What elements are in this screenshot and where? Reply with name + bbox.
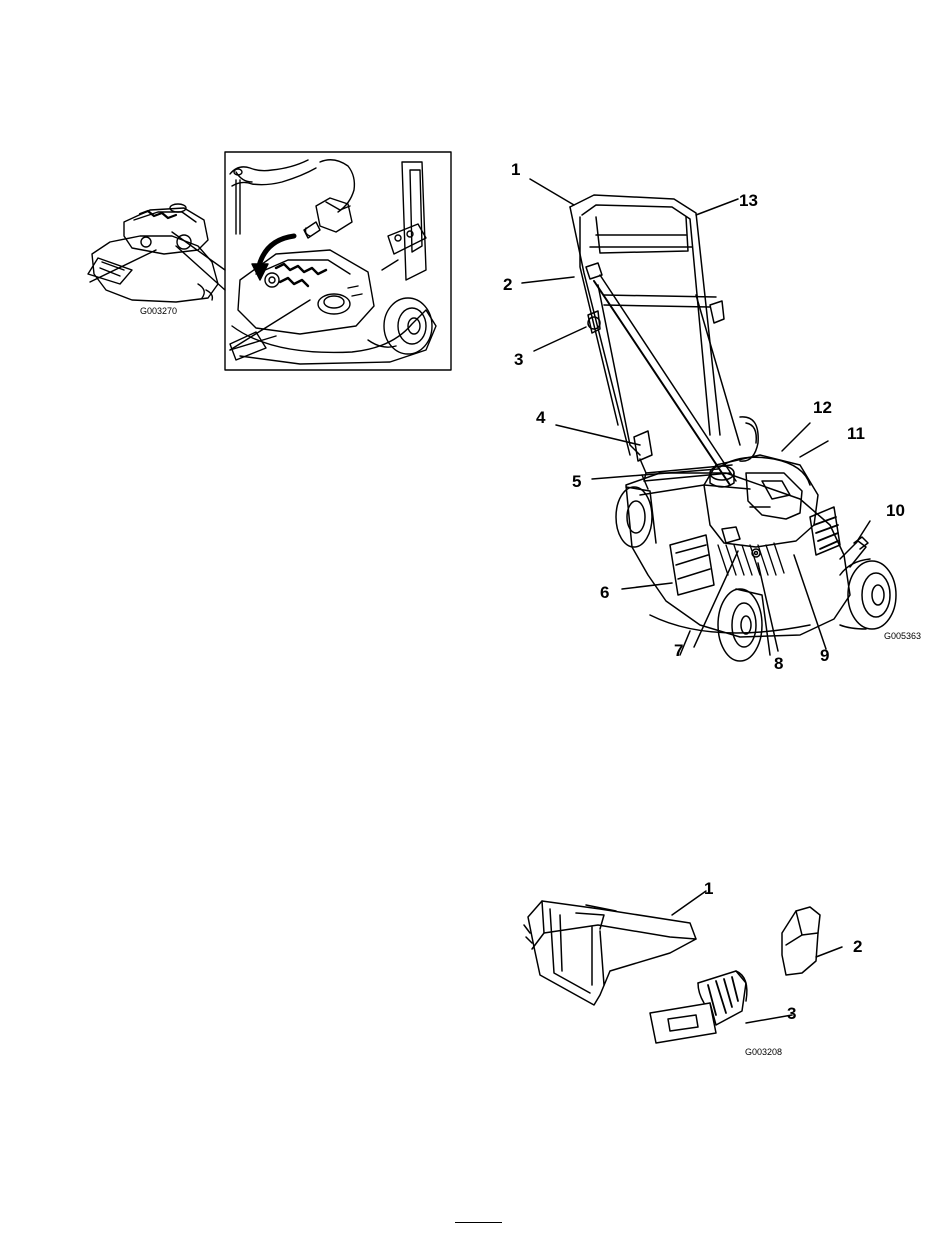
figure-oil-fill: G003270 [80,150,455,375]
controls-figure-id: G005363 [884,632,921,641]
oil-fill-illustration [80,150,455,375]
loose-parts-figure-id: G003208 [745,1048,782,1057]
controls-callout-2: 2 [503,276,512,293]
loose-parts-illustration [520,875,880,1065]
loose-parts-callout-1: 1 [704,880,713,897]
controls-callout-4: 4 [536,409,545,426]
controls-callout-7: 7 [674,642,683,659]
controls-callout-3: 3 [514,351,523,368]
figure-controls: 1 2 3 4 5 6 7 8 9 10 11 12 13 G005363 [500,155,930,680]
loose-parts-callout-2: 2 [853,938,862,955]
controls-callout-10: 10 [886,502,905,519]
controls-callout-5: 5 [572,473,581,490]
controls-callout-12: 12 [813,399,832,416]
figure-loose-parts: 1 2 3 G003208 [520,875,880,1065]
controls-callout-9: 9 [820,647,829,664]
controls-callout-13: 13 [739,192,758,209]
controls-callout-1: 1 [511,161,520,178]
footer-rule [455,1222,502,1223]
controls-callout-6: 6 [600,584,609,601]
controls-callout-8: 8 [774,655,783,672]
controls-callout-11: 11 [847,425,865,442]
oil-fill-figure-id: G003270 [140,307,177,316]
loose-parts-callout-3: 3 [787,1005,796,1022]
mower-controls-illustration [500,155,930,680]
